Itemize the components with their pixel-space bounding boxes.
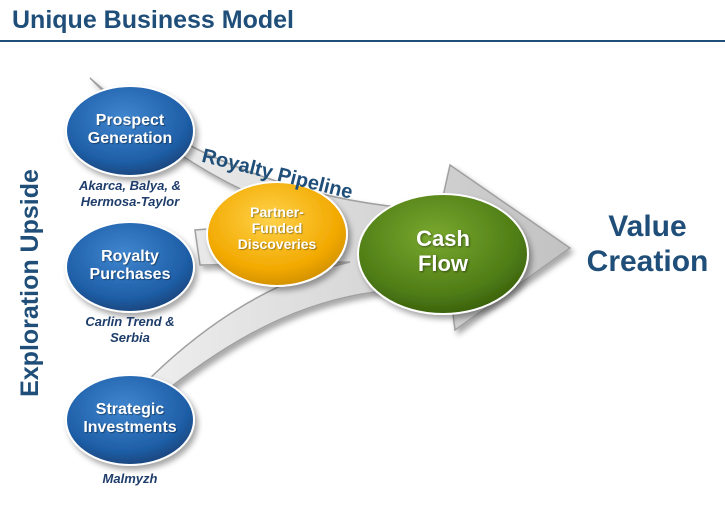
page-title: Unique Business Model <box>12 6 294 34</box>
prospect-generation-label: Prospect Generation <box>87 112 173 148</box>
prospect-generation-oval <box>65 85 195 177</box>
exploration-upside-label: Exploration Upside <box>16 169 44 397</box>
cash-flow-label: Cash Flow <box>416 226 470 277</box>
title-divider <box>0 40 725 42</box>
royalty-purchases-oval <box>65 221 195 313</box>
value-creation-label: Value Creation <box>586 210 709 278</box>
strategic-investments-caption: Malmyzh <box>102 471 158 486</box>
prospect-generation-caption: Akarca, Balya, & Hermosa-Taylor <box>79 178 181 210</box>
strategic-investments-label: Strategic Investments <box>83 401 177 437</box>
strategic-investments-oval <box>65 374 195 466</box>
partner-funded-discoveries-label: Partner- Funded Discoveries <box>237 204 317 253</box>
cash-flow-oval <box>357 193 529 315</box>
partner-funded-discoveries-oval <box>206 181 348 287</box>
royalty-purchases-caption: Carlin Trend & Serbia <box>85 314 175 346</box>
royalty-purchases-label: Royalty Purchases <box>89 248 171 284</box>
